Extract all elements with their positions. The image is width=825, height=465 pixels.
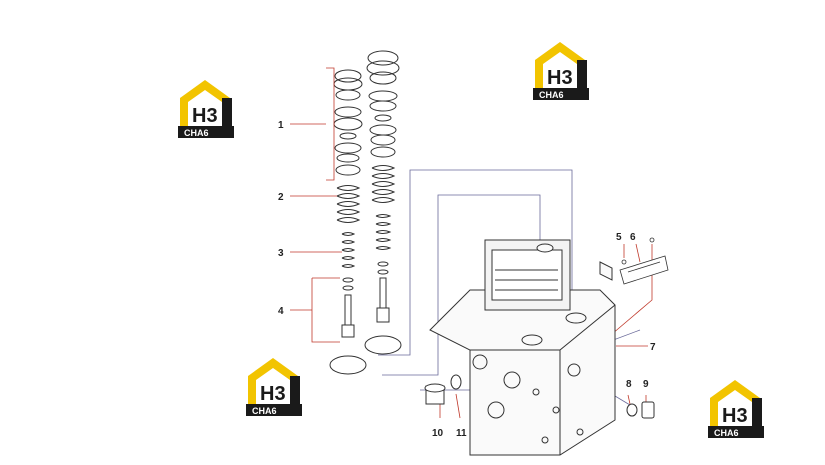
svg-text:CHA6: CHA6 <box>539 90 564 100</box>
callout-7: 7 <box>650 342 656 353</box>
callout-9: 9 <box>643 379 649 390</box>
nameplate <box>619 237 669 285</box>
svg-text:H3: H3 <box>260 383 286 405</box>
svg-text:H3: H3 <box>547 67 573 89</box>
callout-10: 10 <box>432 428 444 439</box>
callout-4: 4 <box>278 306 284 317</box>
watermark-logo-left: H3 CHA6 <box>178 80 234 138</box>
watermark-letters: H3 <box>192 105 218 127</box>
callout-11: 11 <box>456 428 467 439</box>
svg-text:CHA6: CHA6 <box>252 406 277 416</box>
callout-2: 2 <box>278 192 284 203</box>
callout-5: 5 <box>616 232 622 243</box>
right-spool-assembly <box>364 50 402 355</box>
callout-3: 3 <box>278 248 284 259</box>
svg-text:CHA6: CHA6 <box>714 428 739 438</box>
left-spool-assembly <box>329 69 367 375</box>
svg-text:H3: H3 <box>722 405 748 427</box>
watermark-logo-top: H3 CHA6 <box>533 42 589 100</box>
watermark-sub: CHA6 <box>184 128 209 138</box>
callout-8: 8 <box>626 379 632 390</box>
valve-body <box>429 239 616 456</box>
callout-1: 1 <box>278 120 284 131</box>
plugs <box>424 374 655 419</box>
watermark-logo-bottom-left: H3 CHA6 <box>246 358 302 416</box>
watermark-logo-bottom-right: H3 CHA6 <box>708 380 764 438</box>
callout-labels: 1 2 3 4 5 6 7 8 9 10 11 <box>278 120 656 439</box>
callout-6: 6 <box>630 232 636 243</box>
